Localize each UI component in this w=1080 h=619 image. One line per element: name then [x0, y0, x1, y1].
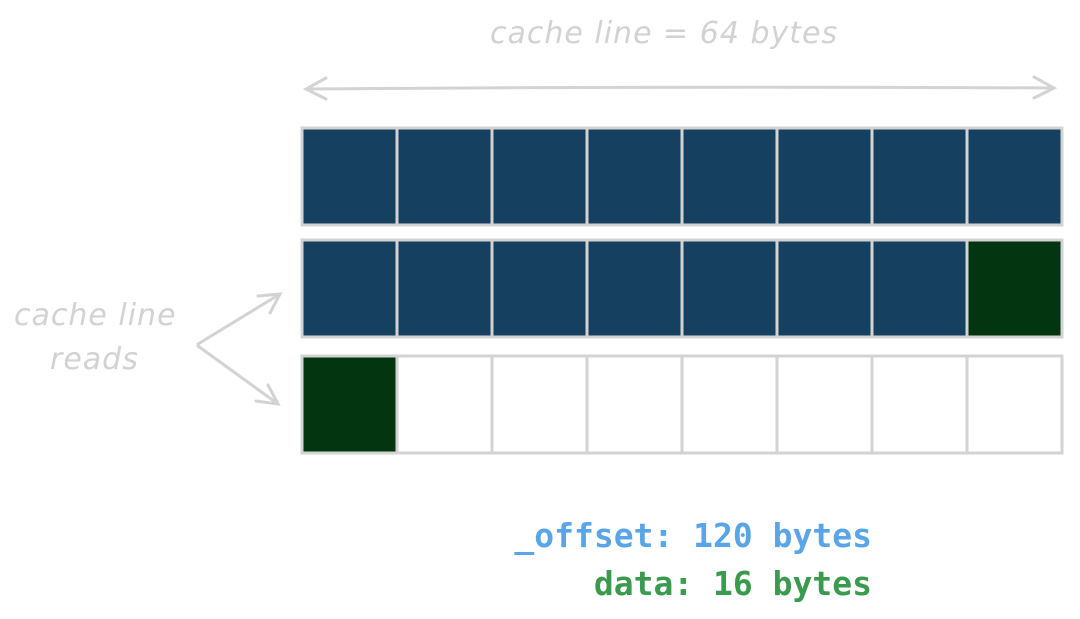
cache-byte-block-padding [300, 238, 399, 339]
cache-byte-block-padding [395, 126, 494, 227]
cache-byte-block-padding [680, 238, 779, 339]
cache-byte-block-data [965, 238, 1064, 339]
cache-byte-block-empty [395, 354, 494, 455]
cache-byte-block-padding [775, 126, 874, 227]
cache-byte-block-empty [680, 354, 779, 455]
cache-byte-block-padding [870, 126, 969, 227]
cache-byte-block-empty [490, 354, 589, 455]
cache-byte-block-data [300, 354, 399, 455]
cache-line-size-label: cache line = 64 bytes [490, 16, 839, 51]
width-arrow [302, 75, 1058, 101]
cache-byte-block-empty [870, 354, 969, 455]
cache-byte-block-empty [775, 354, 874, 455]
cache-byte-block-padding [965, 126, 1064, 227]
offset-label: _offset: 120 bytes [514, 516, 872, 555]
cache-byte-block-padding [585, 126, 684, 227]
cache-line-reads-label-2: reads [50, 342, 139, 377]
cache-byte-block-padding [585, 238, 684, 339]
cache-byte-block-empty [965, 354, 1064, 455]
cache-byte-block-padding [680, 126, 779, 227]
cache-byte-block-padding [490, 238, 589, 339]
cache-byte-block-padding [300, 126, 399, 227]
cache-byte-block-empty [585, 354, 684, 455]
cache-byte-block-padding [395, 238, 494, 339]
reads-arrows [196, 292, 283, 406]
cache-byte-block-padding [490, 126, 589, 227]
data-size-label: data: 16 bytes [593, 564, 872, 603]
cache-byte-block-padding [775, 238, 874, 339]
cache-byte-block-padding [870, 238, 969, 339]
cache-line-reads-label-1: cache line [14, 298, 177, 333]
